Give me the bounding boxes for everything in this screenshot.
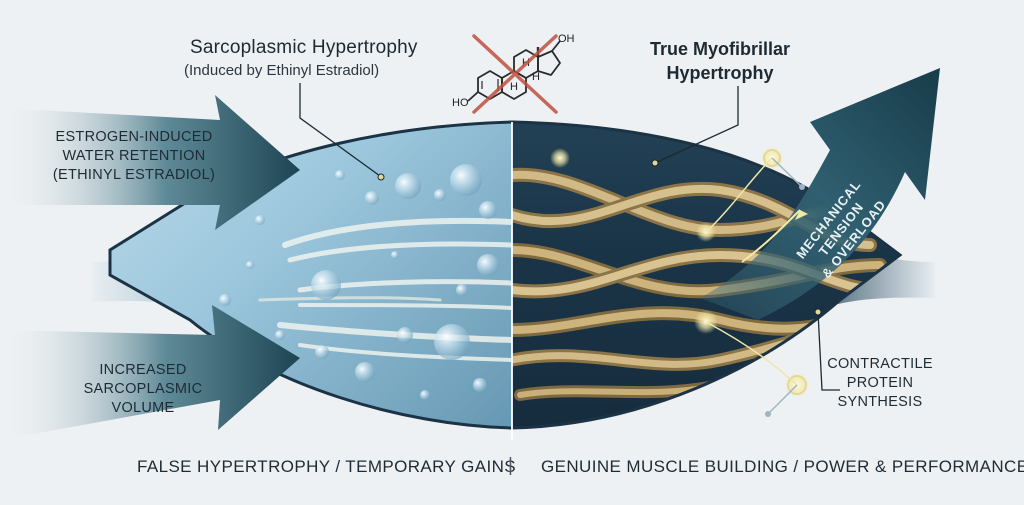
water-droplets xyxy=(219,164,499,400)
footer-left-caption: FALSE HYPERTROPHY / TEMPORARY GAINS xyxy=(137,457,516,476)
protein-callout-line-1: CONTRACTILE xyxy=(827,356,933,372)
prohibited-cross-icon xyxy=(472,34,558,114)
estradiol-molecule-icon xyxy=(467,40,561,102)
estrogen-callout-line-3: (ETHINYL ESTRADIOL) xyxy=(52,167,216,183)
molecule-oh-label: OH xyxy=(558,33,575,45)
volume-arrow xyxy=(0,305,300,440)
footer-divider: | xyxy=(508,455,513,476)
molecule-h1-label: H xyxy=(510,81,518,93)
molecule-h3-label: H xyxy=(532,71,540,83)
tension-arrow-accent xyxy=(741,209,801,263)
right-title-leader xyxy=(654,86,739,164)
volume-callout: INCREASED SARCOPLASMIC VOLUME xyxy=(78,361,208,418)
estrogen-arrow xyxy=(0,95,300,230)
estrogen-callout-line-1: ESTROGEN-INDUCED xyxy=(55,129,213,145)
protein-callout: CONTRACTILE PROTEIN SYNTHESIS xyxy=(805,355,955,412)
signal-glows xyxy=(550,146,810,417)
protein-leader xyxy=(817,311,840,391)
right-title-line-2: Hypertrophy xyxy=(666,63,774,83)
estrogen-callout-line-2: WATER RETENTION xyxy=(62,148,206,164)
right-title-line-1: True Myofibrillar xyxy=(650,39,791,59)
protein-callout-line-2: PROTEIN xyxy=(846,375,914,391)
tension-arrow xyxy=(700,68,940,320)
left-title: Sarcoplasmic Hypertrophy xyxy=(190,37,418,58)
right-title: True Myofibrillar Hypertrophy xyxy=(650,37,790,85)
footer-right-caption: GENUINE MUSCLE BUILDING / POWER & PERFOR… xyxy=(541,457,1024,476)
left-title-leader xyxy=(299,83,381,177)
molecule-ho-label: HO xyxy=(452,97,469,109)
volume-callout-line-3: VOLUME xyxy=(111,400,175,416)
muscle-outline xyxy=(108,120,903,430)
left-subtitle: (Induced by Ethinyl Estradiol) xyxy=(184,62,380,79)
protein-callout-line-3: SYNTHESIS xyxy=(837,394,923,410)
estrogen-callout: ESTROGEN-INDUCED WATER RETENTION (ETHINY… xyxy=(16,128,252,185)
volume-callout-line-1: INCREASED xyxy=(99,362,187,378)
volume-callout-line-2: SARCOPLASMIC xyxy=(83,381,203,397)
